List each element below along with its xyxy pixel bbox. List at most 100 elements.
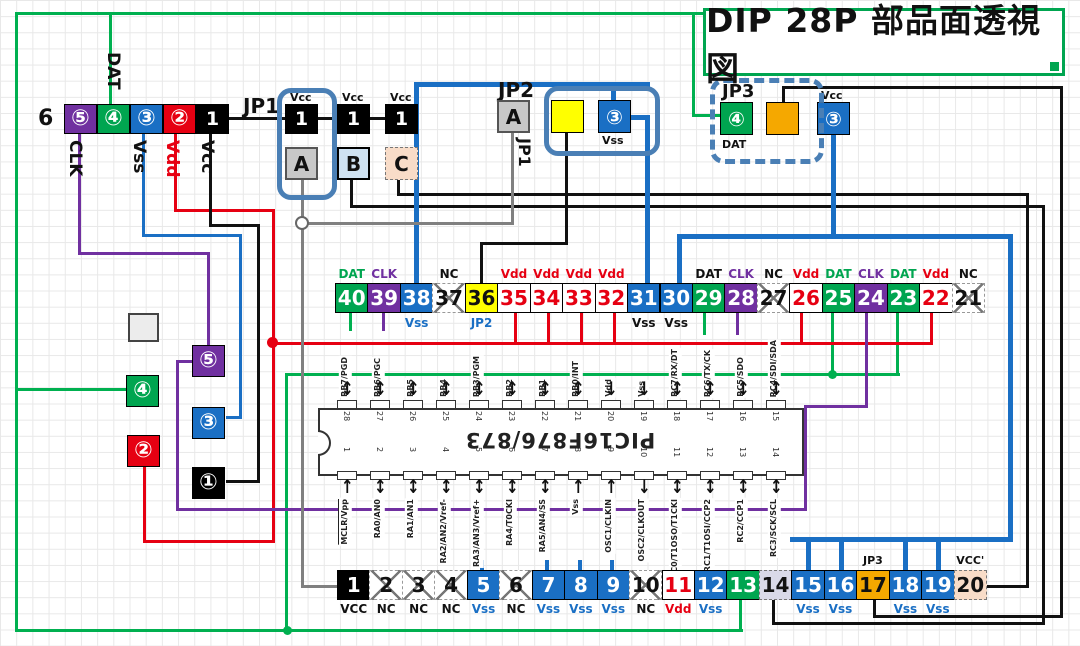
wire-segment [772,622,1045,625]
ic-pin-number: 15 [771,411,780,422]
bottom-row-pin-9: 9 [596,570,631,600]
ic-pin-number: 10 [639,447,648,458]
mid-marker-⑤: ⑤ [192,345,225,377]
bottom-row-pin-10: 10 [629,570,663,600]
ic-pin-number: 14 [771,447,780,458]
ic-pin-label: MCLR/Vpp [339,498,352,546]
ic-pin-stub [403,471,423,480]
topleft-cell-1: 1 [196,104,229,134]
top-row-pin-34: 34 [529,283,564,313]
ic-pin-label: Vss [570,498,583,516]
bottom-row-pin-3: 3 [401,570,436,600]
topleft-cell-5: ⑤ [64,104,97,134]
ic-pin-number: 24 [474,411,483,422]
ic-pin-arrow: ↕ [737,377,750,401]
ic-pin-stub [469,400,489,409]
wire-segment [15,12,18,632]
wire-segment [987,585,1029,588]
bottom-row-below-label: Vss [536,602,561,616]
ic-pin-arrow: ↑ [341,475,354,499]
wire-segment [677,234,682,285]
wire-segment [611,84,616,102]
wire-segment [414,82,650,87]
bottom-row-pin-19: 19 [921,570,955,600]
ic-pin-arrow: ↕ [572,377,585,401]
mid-marker-③: ③ [192,407,225,439]
ic-pin-label: RA2/AN2/Vref- [438,498,451,565]
wire-segment [782,88,785,102]
bottom-row-pin-6: 6 [499,570,533,600]
bottom-row-below-label: Vss [698,602,723,616]
jp2-wire-label: JP1 [515,138,534,167]
ic-pin-number: 19 [639,411,648,422]
wire-segment [15,388,129,391]
wire-segment [677,234,1013,239]
wire-segment [78,252,210,255]
ic-pin-arrow: ↑ [605,475,618,499]
top-row-pin-35: 35 [497,283,531,313]
ic-pin-stub [535,400,555,409]
jp1-vcc-label: Vcc [290,91,312,104]
top-row-pin-30: 30 [659,283,693,313]
bottom-row-pin-15: 15 [791,570,825,600]
ic-pin-label: RC0/T1OSO/T1CKI [669,498,682,580]
wire-segment [831,134,836,237]
ic-pin-stub [634,471,654,480]
wire-segment [15,629,743,632]
jp3-cell-orange [766,102,799,135]
bottom-row-pin-12: 12 [693,570,728,600]
jp2-pair-frame [544,86,660,156]
top-row-pin-24: 24 [854,283,888,313]
top-row-pin-40: 40 [335,283,369,313]
topleft-cell-2: ② [163,104,196,134]
wire-segment [736,313,739,335]
wire-segment [631,115,650,120]
topleft-cell-4: ④ [97,104,130,134]
wire-segment [613,313,616,344]
wire-segment [930,313,933,344]
bottom-row-pin-5: 5 [466,570,501,600]
jp1-socket-B: B [337,147,370,180]
ic-pin-stub [700,400,720,409]
ic-pin-stub [436,471,456,480]
wire-segment [368,117,387,120]
top-row-above-label: Vdd [922,267,950,281]
ic-pin-arrow: ↕ [374,377,387,401]
jp3-cell-4: ④ [720,102,753,135]
bottom-row-above-label: JP3 [863,554,883,567]
bottom-row-pin-4: 4 [434,570,468,600]
ic-pin-number: 12 [705,447,714,458]
jp2-label: JP2 [498,78,535,102]
wire-segment [645,115,650,285]
ic-pin-arrow: ↕ [770,475,783,499]
wire-segment [15,12,707,15]
ic-pin-stub [568,400,588,409]
title-corner-mark [1050,62,1059,71]
jp3-vcc-label: Vcc [821,89,843,102]
top-row-above-label: Vdd [533,267,560,281]
top-row-pin-21: 21 [951,283,985,313]
ic-pin-label: RA5/AN4/SS [537,498,550,554]
ic-pin-number: 9 [606,447,615,453]
ic-pin-number: 22 [540,411,549,422]
ic-pin-arrow: ↕ [506,475,519,499]
top-row-above-label: DAT [695,267,722,281]
ic-pin-number: 16 [738,411,747,422]
ic-pin-arrow: ↕ [506,377,519,401]
ic-pin-label: RA3/AN3/Vref+ [471,498,484,568]
wire-segment [414,82,419,285]
ic-pin-stub [601,400,621,409]
bottom-row-pin-13: 13 [726,570,760,600]
wire-segment [903,537,908,572]
wire-segment [318,117,339,120]
bottom-row-below-label: VCC [340,602,368,616]
bottom-row-below-label: Vss [569,602,593,616]
wire-segment [350,180,353,208]
top-row-pin-25: 25 [821,283,856,313]
ic-pin-number: 5 [474,447,483,453]
wire-segment [285,373,288,632]
ic-pin-number: 25 [441,411,450,422]
bottom-row-below-label: Vss [601,602,626,616]
ic-pin-stub [469,471,489,480]
ic-pin-arrow: ↕ [671,475,684,499]
